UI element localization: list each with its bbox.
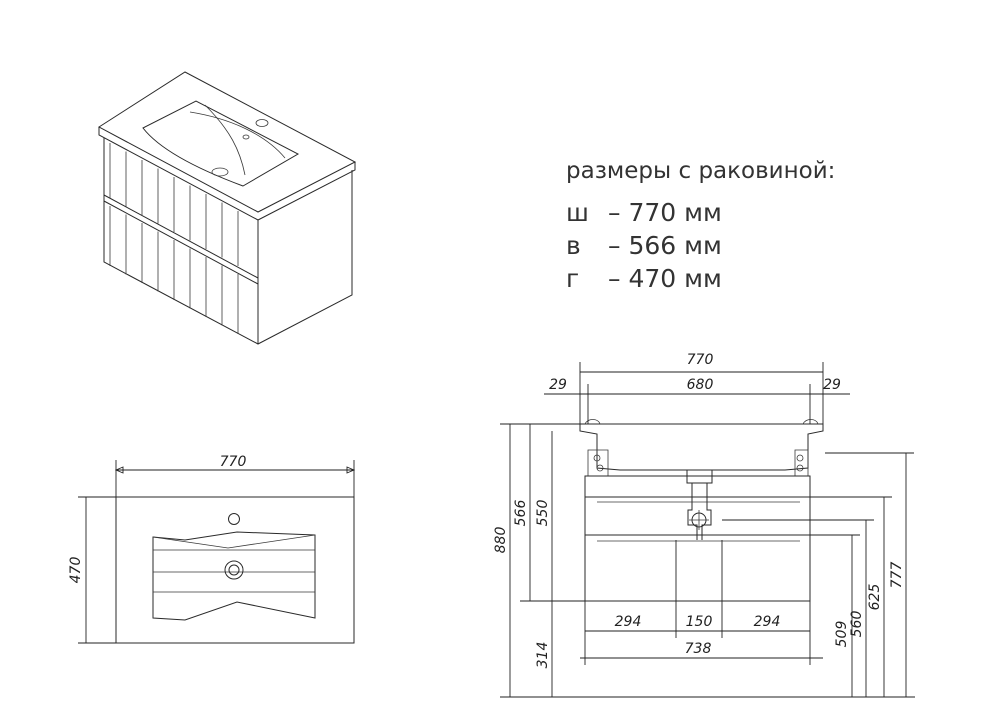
iso-drawer-ribs — [109, 143, 239, 334]
dim-625: 625 — [867, 584, 883, 611]
dim-29-left: 29 — [549, 377, 567, 393]
dim-770: 770 — [687, 352, 714, 368]
front-view: 770 680 29 29 880 566 550 314 294 150 29… — [493, 352, 915, 698]
front-cabinet — [584, 475, 811, 602]
dim-560: 560 — [849, 611, 865, 638]
dim-680: 680 — [687, 377, 714, 393]
dim-150: 150 — [686, 614, 713, 630]
spec-width-value: – 770 мм — [608, 198, 722, 227]
dim-566: 566 — [513, 500, 529, 527]
top-view: 770 470 — [68, 454, 356, 644]
iso-overflow — [242, 134, 250, 140]
iso-basin — [142, 100, 300, 187]
dim-509: 509 — [834, 621, 850, 648]
dim-550: 550 — [535, 500, 551, 527]
isometric-view — [98, 71, 357, 345]
dim-294-left: 294 — [615, 614, 642, 630]
spec-height-key: в — [566, 231, 581, 260]
spec-depth-key: г — [566, 264, 579, 293]
spec-height-value: – 566 мм — [608, 231, 722, 260]
dim-880: 880 — [493, 527, 509, 554]
top-basin — [152, 531, 316, 621]
spec-depth-value: – 470 мм — [608, 264, 722, 293]
dim-738: 738 — [685, 641, 712, 657]
front-siphon — [686, 470, 713, 540]
top-drain-outer — [224, 560, 244, 580]
top-faucet-hole — [228, 513, 240, 525]
top-depth-label: 470 — [68, 557, 84, 584]
dim-314: 314 — [535, 642, 551, 669]
iso-countertop — [98, 71, 357, 213]
dim-777: 777 — [889, 562, 905, 589]
spec-width-key: ш — [566, 198, 589, 227]
top-countertop — [115, 496, 355, 644]
dim-294-right: 294 — [754, 614, 781, 630]
spec-title: размеры с раковиной: — [566, 158, 835, 184]
iso-cabinet — [103, 138, 353, 345]
dim-29-right: 29 — [823, 377, 841, 393]
iso-drain — [211, 167, 229, 177]
top-drain-inner — [228, 564, 240, 576]
front-sink-top — [579, 423, 824, 471]
iso-faucet-hole — [255, 119, 269, 127]
top-width-label: 770 — [220, 454, 247, 470]
